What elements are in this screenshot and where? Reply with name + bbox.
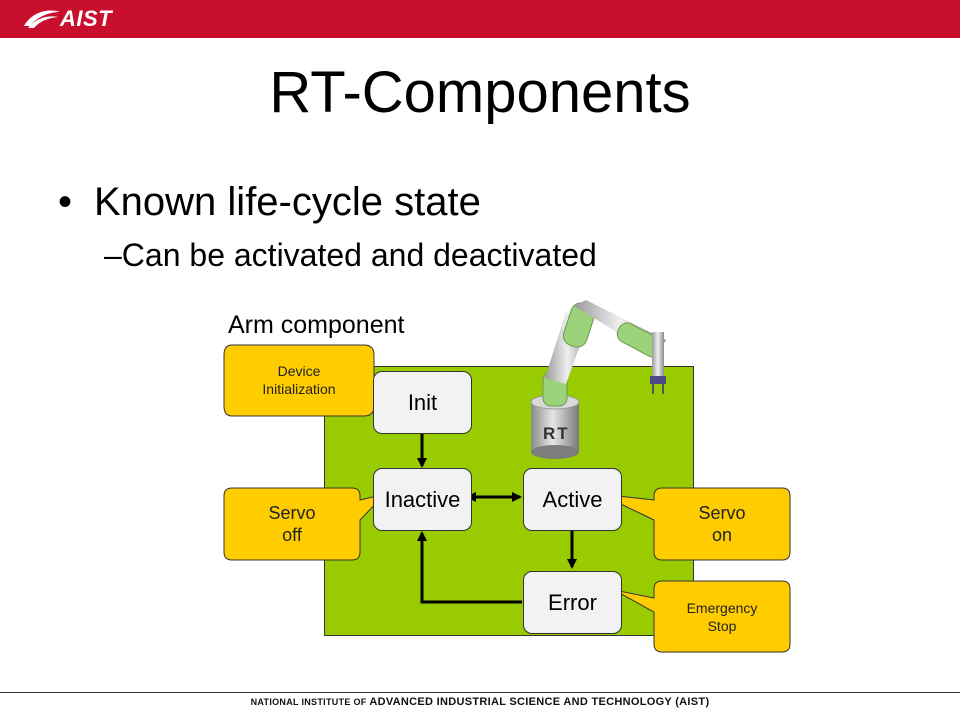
footer-rule	[0, 692, 960, 693]
bullet-mark: •	[58, 180, 73, 224]
state-inactive: Inactive	[373, 468, 472, 531]
bullet-text: Known life-cycle state	[94, 180, 481, 224]
callout-emergency-shape	[613, 580, 791, 653]
slide-title: RT-Components	[269, 60, 691, 125]
arm-component-label: Arm component	[228, 311, 405, 339]
callout-servo-off: Servo off	[226, 490, 358, 558]
aist-logo-text: AIST	[60, 6, 113, 31]
callout-servo-on: Servo on	[656, 490, 788, 558]
callout-emergency-line1: Emergency	[686, 599, 758, 616]
callout-device-init-line1: Device	[277, 363, 321, 379]
state-error-label: Error	[548, 589, 597, 615]
callout-servo-on-line2: on	[711, 525, 733, 545]
callout-servo-on-line1: Servo	[698, 503, 746, 523]
callout-device-init-line2: Initialization	[262, 381, 336, 397]
callout-servo-off-line1: Servo	[268, 503, 316, 523]
aist-logo-swoosh-icon	[24, 10, 60, 28]
callout-servo-off-shape	[223, 487, 387, 561]
robot-arm-icon	[530, 300, 666, 459]
robot-rt-label: RT	[543, 424, 570, 443]
callout-servo-off-line2: off	[282, 525, 302, 545]
callout-device-init: Device Initialization	[226, 347, 372, 413]
state-error: Error	[523, 571, 622, 634]
bullet-level1: • Known life-cycle state	[58, 178, 481, 226]
state-active-label: Active	[542, 486, 603, 512]
callout-emergency-line2: Stop	[707, 617, 737, 634]
callout-emergency-stop: Emergency Stop	[656, 583, 788, 650]
callout-servo-on-shape	[599, 487, 791, 561]
header-bar: AIST	[0, 0, 960, 38]
state-active: Active	[523, 468, 622, 531]
footer-main: ADVANCED INDUSTRIAL SCIENCE AND TECHNOLO…	[369, 696, 710, 708]
bullet-level2: –Can be activated and deactivated	[104, 237, 597, 273]
footer-prefix: NATIONAL INSTITUTE OF	[250, 697, 367, 707]
state-init: Init	[373, 371, 472, 434]
arrow-error-to-inactive	[417, 531, 522, 604]
state-init-label: Init	[407, 389, 438, 415]
footer-institute: NATIONAL INSTITUTE OF ADVANCED INDUSTRIA…	[0, 696, 960, 708]
callout-device-init-shape	[223, 344, 401, 417]
state-inactive-label: Inactive	[384, 486, 461, 512]
